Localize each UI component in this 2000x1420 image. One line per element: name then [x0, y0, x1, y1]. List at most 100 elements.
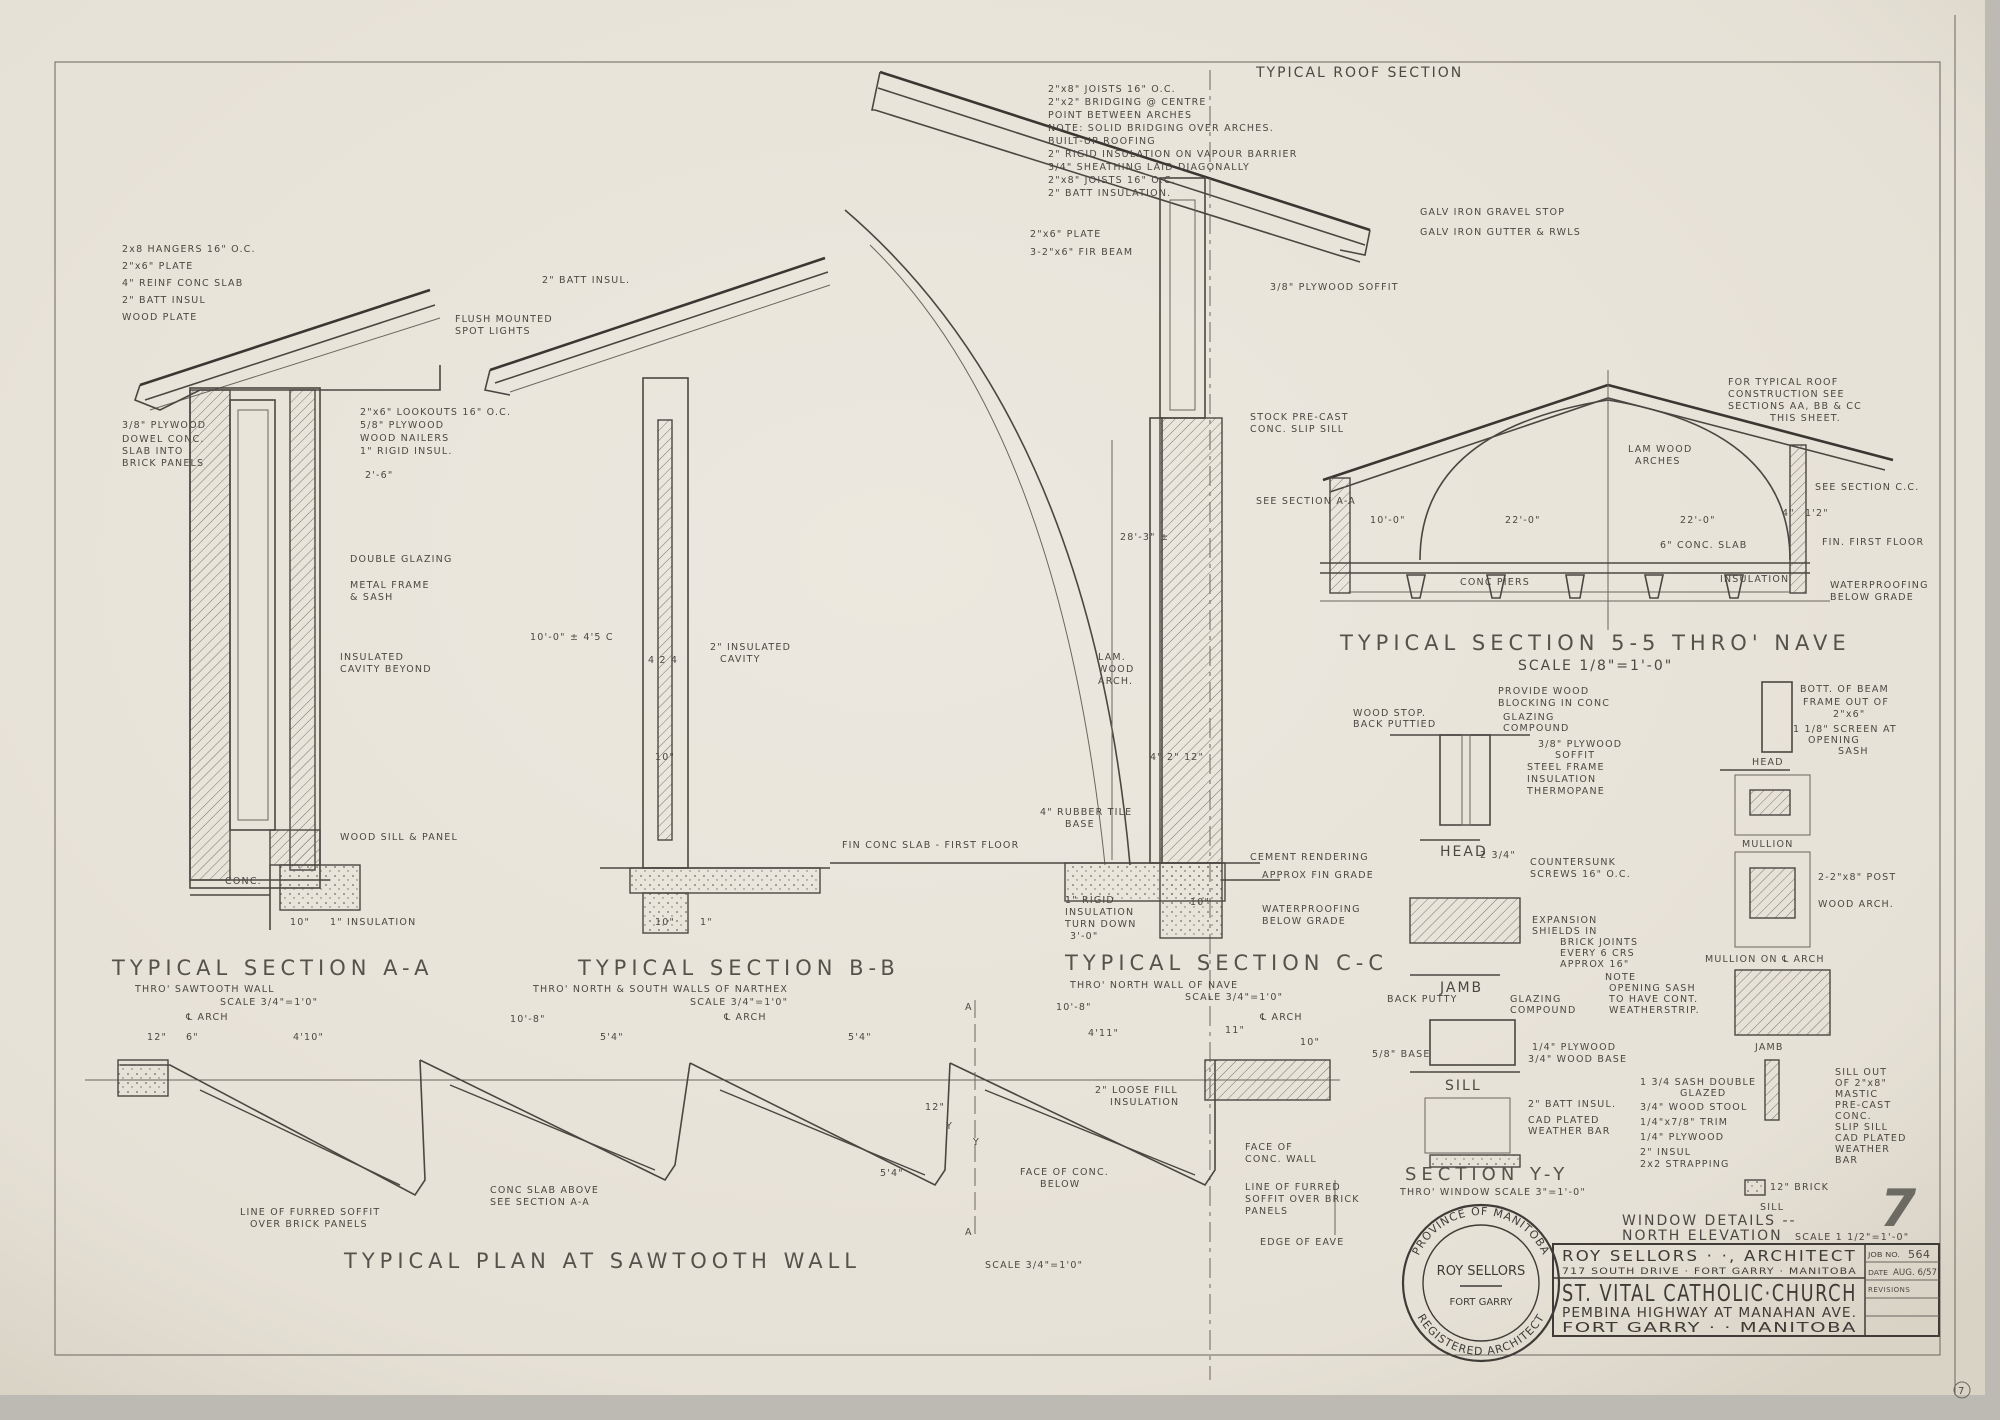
date-label: DATE — [1868, 1269, 1888, 1277]
section-yy-note: BACK PUTTY — [1387, 994, 1458, 1005]
nave-section-scale: SCALE 1/8"=1'-0" — [1518, 658, 1673, 674]
section-aa-note: 2"x6" LOOKOUTS 16" O.C. — [360, 407, 511, 418]
section-bb-note: 10" — [655, 917, 675, 928]
section-aa-note: WOOD NAILERS — [360, 433, 449, 444]
nave-section-note: 4" — [1782, 508, 1795, 519]
drawing-border — [54, 61, 1941, 1356]
nave-section-note: CONSTRUCTION SEE — [1728, 389, 1845, 400]
nave-section-note: SEE SECTION C.C. — [1815, 482, 1919, 493]
section-bb-subtitle: THRO' NORTH & SOUTH WALLS OF NARTHEX — [532, 984, 788, 995]
plan-note: SOFFIT OVER BRICK — [1245, 1194, 1360, 1205]
section-cc-note: 28'-3" ± — [1120, 532, 1169, 543]
yy-head-label: HEAD — [1440, 844, 1488, 860]
section-yy-note: WOOD STOP. — [1353, 708, 1426, 719]
section-bb-note: 1" — [700, 917, 713, 928]
window-detail-note: 2-2"x8" POST — [1818, 872, 1896, 883]
plan-dimension: 10'-8" — [510, 1014, 546, 1025]
nave-section-note: 22'-0" — [1680, 515, 1716, 526]
section-aa-note: WOOD PLATE — [122, 312, 198, 323]
wd-sill-label: SILL — [1760, 1202, 1784, 1213]
window-section-yy-drawing — [1390, 734, 1530, 1168]
window-detail-note: PRE-CAST — [1835, 1100, 1891, 1111]
nave-section-note: SEE SECTION A-A — [1256, 496, 1356, 507]
window-detail-note: 2x2 STRAPPING — [1640, 1159, 1730, 1170]
plan-note: BELOW — [1040, 1179, 1080, 1190]
roof-note: NOTE: SOLID BRIDGING OVER ARCHES. — [1048, 123, 1274, 134]
roof-edge-note: GALV IRON GRAVEL STOP — [1420, 207, 1565, 218]
section-yy-note: GLAZING — [1503, 712, 1555, 723]
section-yy-note: BLOCKING IN CONC — [1498, 698, 1610, 709]
section-bb-title: TYPICAL SECTION B-B — [577, 956, 900, 980]
revisions-label: REVISIONS — [1868, 1286, 1910, 1294]
window-detail-note: WOOD ARCH. — [1818, 899, 1894, 910]
section-aa-note: METAL FRAME — [350, 580, 430, 591]
section-bb-note: 10'-0" ± 4'5 C — [530, 632, 614, 643]
plan-note: INSULATION — [1110, 1097, 1179, 1108]
section-bb-note: 4 2 4 — [648, 655, 678, 666]
section-aa-note: & SASH — [350, 592, 394, 603]
plan-scale: SCALE 3/4"=1'0" — [985, 1260, 1083, 1271]
section-bb-note: 10" — [655, 752, 675, 763]
window-elevation-details-drawing — [1720, 681, 1831, 1196]
section-cc-subtitle: THRO' NORTH WALL OF NAVE — [1069, 980, 1238, 991]
seal-name: ROY SELLORS — [1437, 1264, 1526, 1279]
plan-dimension: 12" — [147, 1032, 167, 1043]
plan-note: LINE OF FURRED SOFFIT — [240, 1207, 380, 1218]
nave-section-note: INSULATION — [1720, 574, 1789, 585]
roof-note: POINT BETWEEN ARCHES — [1048, 110, 1192, 121]
section-cc-note: BASE — [1065, 819, 1095, 830]
section-cc-title: TYPICAL SECTION C-C — [1064, 951, 1388, 975]
plan-dimension: 4'10" — [293, 1032, 324, 1043]
section-yy-note: APPROX 16" — [1560, 959, 1629, 970]
section-bb-note: 2" BATT INSUL. — [542, 275, 630, 286]
nave-section-note: FOR TYPICAL ROOF — [1728, 377, 1838, 388]
nave-section-note: WATERPROOFING — [1830, 580, 1929, 591]
section-yy-note: WEATHER BAR — [1528, 1126, 1611, 1137]
window-detail-note: SILL OUT — [1835, 1067, 1887, 1078]
section-aa-note: 1" RIGID INSUL. — [360, 446, 453, 457]
section-yy-note: 2" BATT INSUL. — [1528, 1099, 1616, 1110]
plan-dimension: 4'11" — [1088, 1028, 1119, 1039]
roof-note: 2"x8" JOISTS 16" O.C. — [1048, 84, 1176, 95]
plan-section-mark: A — [965, 1002, 973, 1013]
section-yy-note: 3/8" PLYWOOD — [1538, 739, 1622, 750]
window-detail-note: 2"x6" — [1833, 709, 1865, 720]
wd-jamb-label: JAMB — [1754, 1042, 1784, 1053]
plan-note: FACE OF CONC. — [1020, 1167, 1109, 1178]
section-aa-note: BRICK PANELS — [122, 458, 204, 469]
window-detail-note: FRAME OUT OF — [1803, 697, 1889, 708]
section-cc-note: WATERPROOFING — [1262, 904, 1361, 915]
annotation-notes: 2"x8" JOISTS 16" O.C. 2"x2" BRIDGING @ CE… — [122, 84, 1929, 1248]
section-cc-note: CONC. SLIP SILL — [1250, 424, 1344, 435]
section-aa-note: 2'-6" — [365, 470, 394, 481]
section-aa-note: 5/8" PLYWOOD — [360, 420, 444, 431]
section-aa-note: 10" — [290, 917, 310, 928]
nave-section-note: SECTIONS AA, BB & CC — [1728, 401, 1862, 412]
plan-note: FACE OF — [1245, 1142, 1293, 1153]
roof-note: 2"x2" BRIDGING @ CENTRE — [1048, 97, 1207, 108]
section-yy-note: GLAZING — [1510, 994, 1562, 1005]
roof-section-title: TYPICAL ROOF SECTION — [1255, 65, 1463, 81]
wd-head-label: HEAD — [1752, 757, 1784, 768]
section-cc-note: 4" 2" 12" — [1150, 752, 1204, 763]
section-bb-note: CAVITY — [720, 654, 761, 665]
section-aa-title: TYPICAL SECTION A-A — [111, 956, 434, 980]
section-cc-note: LAM. — [1098, 652, 1126, 663]
plan-note: CONC. WALL — [1245, 1154, 1317, 1165]
window-detail-note: 2" INSUL — [1640, 1147, 1691, 1158]
plan-dimension: 6" — [186, 1032, 199, 1043]
plan-section-mark: Y — [972, 1137, 980, 1148]
section-yy-note: BRICK JOINTS — [1560, 937, 1638, 948]
section-cc-note: WOOD — [1098, 664, 1134, 675]
paper — [0, 0, 1985, 1395]
section-aa-note: WOOD SILL & PANEL — [340, 832, 458, 843]
section-cc-note: 4" RUBBER TILE — [1040, 807, 1132, 818]
section-yy-note: 5/8" BASE — [1372, 1049, 1431, 1060]
nave-section-note: 1'2" — [1805, 508, 1829, 519]
plan-note: EDGE OF EAVE — [1260, 1237, 1344, 1248]
section-yy-note: STEEL FRAME — [1527, 762, 1605, 773]
section-cc-note: BELOW GRADE — [1262, 916, 1346, 927]
section-cc-scale: SCALE 3/4"=1'0" — [1185, 992, 1283, 1003]
sheet-number: 7 — [1880, 1179, 1917, 1239]
